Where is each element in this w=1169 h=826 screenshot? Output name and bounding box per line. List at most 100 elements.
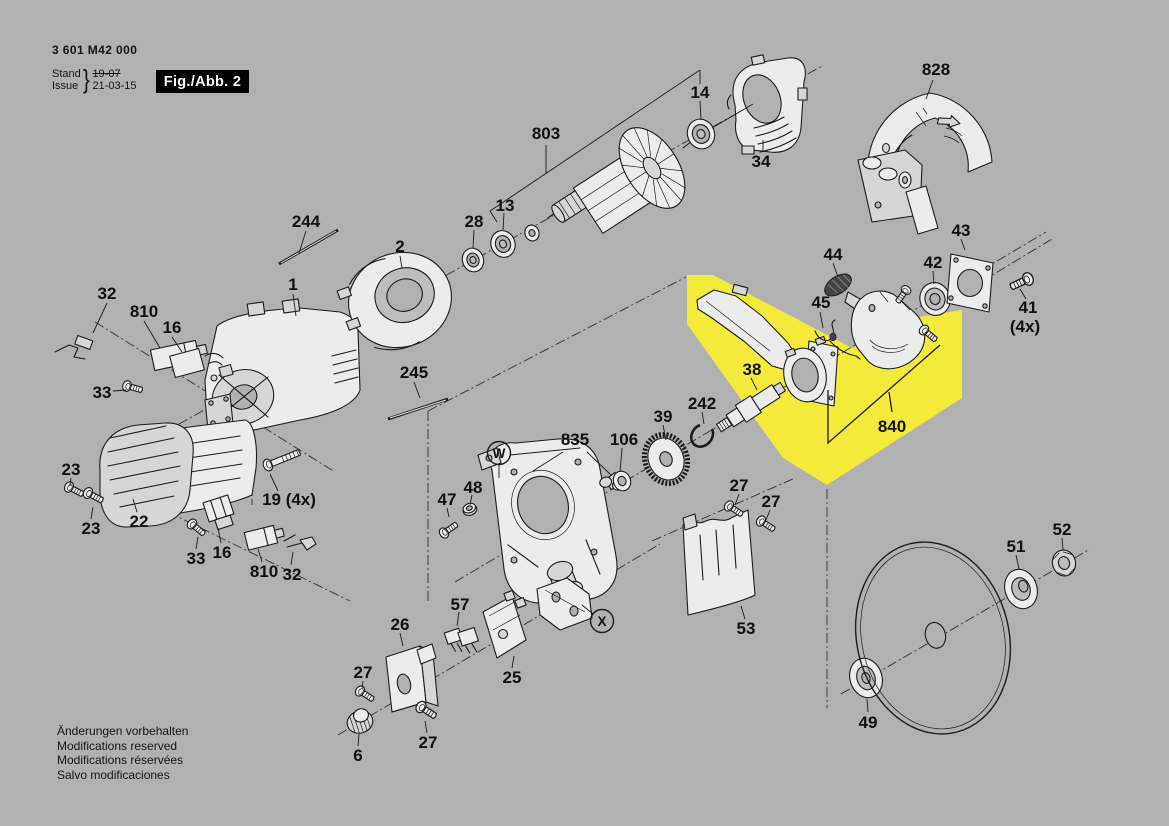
svg-text:41: 41 xyxy=(1019,298,1038,317)
callout-245: 245 xyxy=(400,363,428,382)
part-51-flange xyxy=(1004,568,1038,610)
callout-28: 28 xyxy=(465,212,484,231)
callout-44: 44 xyxy=(824,245,843,264)
issue-date: 21-03-15 xyxy=(92,79,137,92)
leader-lines xyxy=(69,79,1064,747)
callout-106: 106 xyxy=(610,430,638,449)
part-39-gear xyxy=(641,432,691,486)
svg-text:32: 32 xyxy=(98,284,117,303)
svg-text:810: 810 xyxy=(250,562,278,581)
callout-33: 33 xyxy=(93,383,112,402)
bracket-803 xyxy=(489,69,701,223)
callout-33: 33 xyxy=(187,549,206,568)
svg-text:52: 52 xyxy=(1053,520,1072,539)
svg-text:106: 106 xyxy=(610,430,638,449)
part-38-spindle xyxy=(715,381,787,433)
part-2-field xyxy=(336,251,452,351)
svg-text:27: 27 xyxy=(762,492,781,511)
callout-23: 23 xyxy=(82,519,101,538)
svg-text:32: 32 xyxy=(283,565,302,584)
callout-810: 810 xyxy=(130,302,158,321)
brace-glyph: } xyxy=(82,63,90,94)
callout-34: 34 xyxy=(752,152,771,171)
part-810-brush-holder-b xyxy=(243,524,285,551)
part-6-plug xyxy=(346,708,374,734)
callout-32: 32 xyxy=(283,565,302,584)
callout-45: 45 xyxy=(812,293,831,312)
part-27-screw-b xyxy=(753,513,778,535)
notice-en: Modifications reserved xyxy=(57,738,178,753)
svg-text:57: 57 xyxy=(451,595,470,614)
svg-text:22: 22 xyxy=(130,512,149,531)
part-1-motor-housing xyxy=(204,298,361,433)
svg-text:16: 16 xyxy=(163,318,182,337)
part-blade xyxy=(854,541,1012,735)
svg-text:2: 2 xyxy=(395,237,404,256)
part-242-circlip xyxy=(689,423,715,448)
callout-803: 803 xyxy=(532,124,560,143)
callout-51: 51 xyxy=(1007,537,1026,556)
callout-42: 42 xyxy=(924,253,943,272)
part-x-bracket xyxy=(536,577,593,631)
part-47-screw xyxy=(436,518,461,541)
svg-text:6: 6 xyxy=(353,746,362,765)
callout-27: 27 xyxy=(354,663,373,682)
callout-49: 49 xyxy=(859,713,878,732)
svg-text:44: 44 xyxy=(824,245,843,264)
svg-text:19 (4x): 19 (4x) xyxy=(262,490,316,509)
part-840-cam-plate xyxy=(850,290,926,370)
svg-text:13: 13 xyxy=(496,196,515,215)
svg-text:16: 16 xyxy=(213,543,232,562)
svg-text:28: 28 xyxy=(465,212,484,231)
callout-828: 828 xyxy=(922,60,950,79)
svg-text:828: 828 xyxy=(922,60,950,79)
bracket-835 xyxy=(532,451,612,476)
callout-52: 52 xyxy=(1053,520,1072,539)
callout-16: 16 xyxy=(163,318,182,337)
svg-text:49: 49 xyxy=(859,713,878,732)
callout-47: 47 xyxy=(438,490,457,509)
svg-text:244: 244 xyxy=(292,212,321,231)
callout-810: 810 xyxy=(250,562,278,581)
superseded-date: 19-07 xyxy=(92,67,121,80)
svg-text:26: 26 xyxy=(391,615,410,634)
callout-23: 23 xyxy=(62,460,81,479)
svg-text:14: 14 xyxy=(691,83,710,102)
part-53-guard-plate xyxy=(682,509,756,616)
svg-text:27: 27 xyxy=(730,476,749,495)
part-22-end-cap xyxy=(99,419,258,528)
issue-label: Issue xyxy=(52,79,79,92)
part-28-bearing xyxy=(461,247,485,273)
callout-57: 57 xyxy=(451,595,470,614)
part-835-gear-housing xyxy=(477,438,618,604)
part-106-washer xyxy=(612,470,632,492)
svg-text:51: 51 xyxy=(1007,537,1026,556)
callout-layer: 828143480313282442132810163324523222319 … xyxy=(62,60,1072,765)
callout-13: 13 xyxy=(496,196,515,215)
notice-fr: Modifications réservées xyxy=(57,753,184,767)
svg-text:245: 245 xyxy=(400,363,428,382)
part-43-flange xyxy=(946,253,994,313)
svg-text:33: 33 xyxy=(187,549,206,568)
svg-text:34: 34 xyxy=(752,152,771,171)
part-41-screw xyxy=(1007,270,1036,294)
callout-32: 32 xyxy=(98,284,117,303)
figure-label-box: Fig./Abb. 2 xyxy=(156,70,249,93)
callout-25: 25 xyxy=(503,668,522,687)
part-26-cover xyxy=(385,643,439,713)
svg-text:25: 25 xyxy=(503,668,522,687)
callout-38: 38 xyxy=(743,360,762,379)
svg-text:47: 47 xyxy=(438,490,457,509)
callout-19-4x-: 19 (4x) xyxy=(262,490,316,509)
callout-16: 16 xyxy=(213,543,232,562)
svg-text:48: 48 xyxy=(464,478,483,497)
part-44-lever xyxy=(824,273,873,318)
notice-es: Salvo modificaciones xyxy=(57,767,170,782)
part-34-bearing-bracket xyxy=(726,54,808,155)
svg-text:38: 38 xyxy=(743,360,762,379)
part-number: 3 601 M42 000 xyxy=(52,43,138,57)
part-32-clip-a xyxy=(54,334,94,360)
part-42-bearing xyxy=(919,282,951,316)
